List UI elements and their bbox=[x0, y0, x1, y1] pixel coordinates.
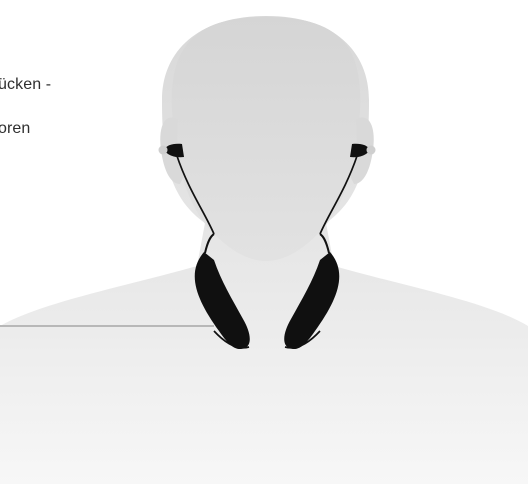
caption-line-2: oren bbox=[0, 118, 178, 140]
diagram-caption: ücken - oren bbox=[0, 52, 178, 162]
callout-line bbox=[0, 325, 214, 327]
caption-line-1: ücken - bbox=[0, 74, 178, 96]
